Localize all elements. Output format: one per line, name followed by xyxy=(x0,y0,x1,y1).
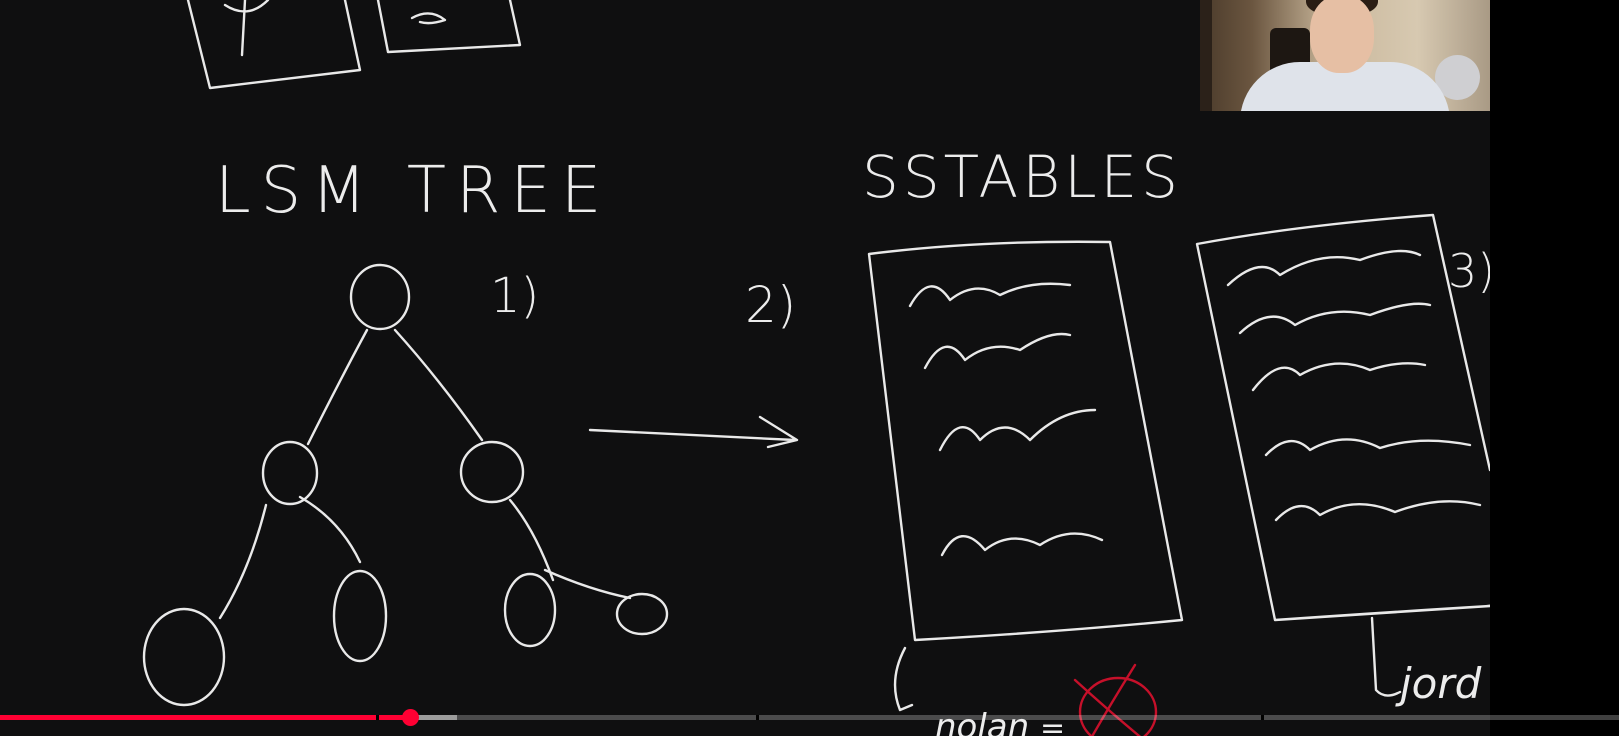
top-sketch-glyph-left xyxy=(223,0,270,57)
step-3-label: 3) xyxy=(1448,244,1490,298)
presenter-head xyxy=(1310,0,1374,73)
top-sketch-glyph-right xyxy=(410,12,447,25)
chapter-marker xyxy=(1261,715,1265,720)
tree-node-leaf-2 xyxy=(332,569,388,663)
tree-edge xyxy=(393,328,484,442)
sstables-heading: SSTABLES xyxy=(862,143,1182,211)
sstable-2-row xyxy=(1264,438,1472,457)
tree-edge xyxy=(298,495,362,564)
sstable-page-2 xyxy=(1195,213,1490,622)
lsm-tree-heading: LSM TREE xyxy=(215,154,611,228)
tree-node-root xyxy=(349,263,411,331)
tree-node-right xyxy=(459,440,525,504)
video-progress-bar[interactable] xyxy=(0,715,1619,720)
sstable-2-row xyxy=(1274,500,1482,522)
step-1-label: 1) xyxy=(490,268,539,324)
tree-node-leaf-4 xyxy=(615,592,669,636)
whiteboard-canvas: LSM TREE SSTABLES 1) 2) 3) xyxy=(0,0,1490,736)
tree-edge xyxy=(543,568,632,600)
sstable-1-row xyxy=(923,332,1072,370)
note-equals: = xyxy=(1040,711,1065,736)
chapter-marker xyxy=(375,715,379,720)
progress-played xyxy=(0,715,410,720)
sstable-2-tail xyxy=(1370,616,1402,697)
sstable-1-row xyxy=(940,532,1104,557)
progress-scrubber-handle[interactable] xyxy=(401,709,419,726)
tree-node-left xyxy=(261,440,319,506)
tree-node-leaf-3 xyxy=(503,572,557,648)
sstable-1-row xyxy=(908,282,1072,308)
sstable-1-tail xyxy=(893,646,914,712)
presenter-webcam xyxy=(1200,0,1490,111)
top-sketch-box-left xyxy=(186,0,362,90)
rejected-mark-circle xyxy=(1078,676,1158,736)
flush-arrow xyxy=(588,415,799,449)
sstable-page-1 xyxy=(867,240,1184,642)
top-sketch-box-right xyxy=(376,0,522,54)
sstable-2-row xyxy=(1238,302,1432,335)
tree-edge xyxy=(218,503,268,620)
step-2-label: 2) xyxy=(745,276,796,334)
sstable-1-row xyxy=(938,408,1097,452)
whiteboard-drawing: LSM TREE SSTABLES 1) 2) 3) xyxy=(142,0,1490,736)
rejected-mark-x xyxy=(1073,663,1142,736)
chapter-marker xyxy=(756,715,760,720)
webcam-background-door xyxy=(1200,0,1212,111)
note-bottom-right: jord xyxy=(1395,659,1482,708)
sstable-2-row xyxy=(1251,362,1427,392)
sstable-2-row xyxy=(1226,249,1422,287)
tree-edge xyxy=(306,328,369,446)
note-bottom-left: nolan xyxy=(935,707,1029,736)
tree-edge xyxy=(508,498,555,582)
tree-node-leaf-1 xyxy=(142,607,226,707)
